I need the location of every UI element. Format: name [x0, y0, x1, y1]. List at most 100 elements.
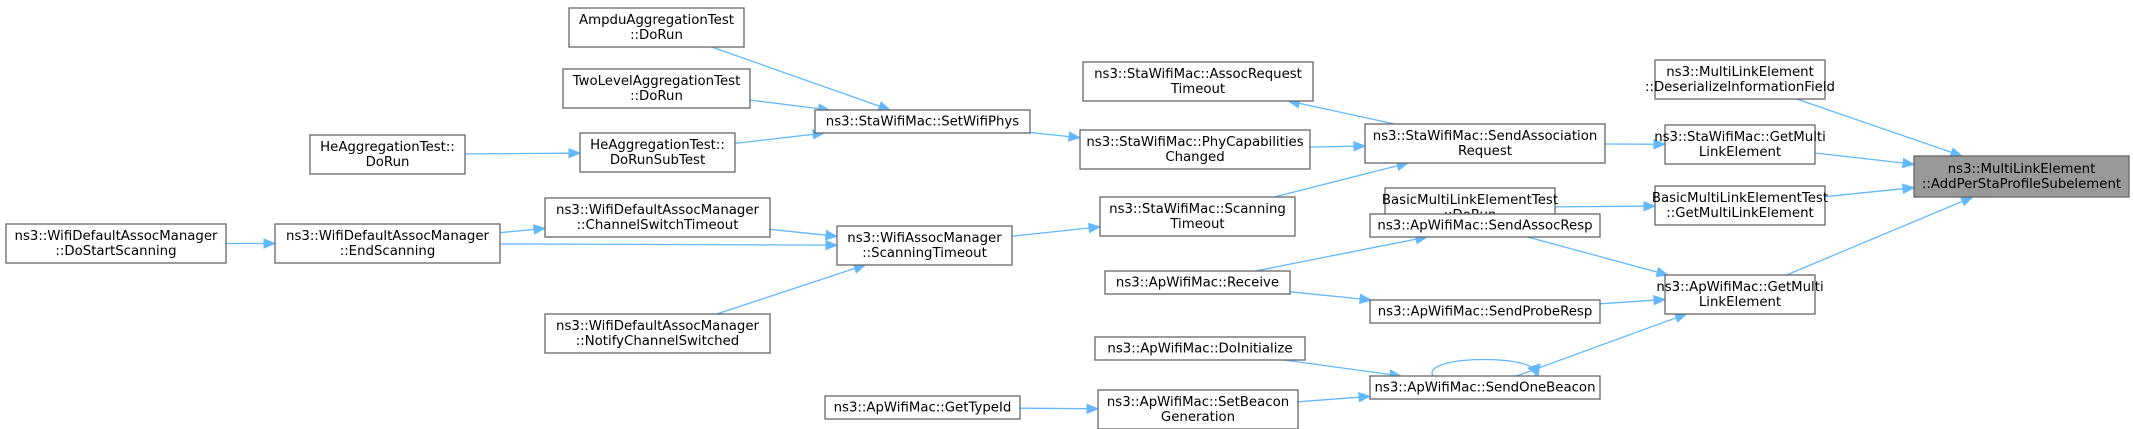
- node-label-line: Changed: [1165, 150, 1224, 165]
- node-label-line: ::ScanningTimeout: [862, 246, 987, 261]
- node-label-line: ::EndScanning: [340, 244, 436, 259]
- edge-ap_setbeacon-to-ap_sendonebeacon: [1297, 391, 1372, 403]
- node-label-line: ns3::StaWifiMac::SetWifiPhys: [826, 115, 1019, 130]
- node-label-line: AmpduAggregationTest: [579, 13, 734, 28]
- edge-dam_endscan-to-assoc_scantimeout: [499, 239, 839, 251]
- node-label-line: ns3::ApWifiMac::SendProbeResp: [1378, 305, 1593, 320]
- node-dam-chanswitch[interactable]: ns3::WifiDefaultAssocManager::ChannelSwi…: [544, 197, 771, 238]
- node-box: [836, 225, 1013, 266]
- node-label-line: HeAggregationTest::: [590, 138, 725, 153]
- edge-dam_notify-to-assoc_scantimeout: [716, 263, 867, 315]
- node-box: [309, 134, 466, 175]
- node-box: [544, 197, 771, 238]
- node-ap-receive[interactable]: ns3::ApWifiMac::Receive: [1104, 270, 1291, 295]
- node-box: [1369, 375, 1601, 400]
- node-label-line: TwoLevelAggregationTest: [572, 74, 741, 89]
- node-label-line: ns3::StaWifiMac::SendAssociation: [1373, 129, 1598, 144]
- node-sta-getml[interactable]: ns3::StaWifiMac::GetMultiLinkElement: [1654, 124, 1826, 165]
- node-box: [1664, 124, 1816, 165]
- node-box: [544, 313, 771, 354]
- node-label-line: ns3::WifiDefaultAssocManager: [286, 229, 489, 244]
- node-ap-getml[interactable]: ns3::ApWifiMac::GetMultiLinkElement: [1656, 274, 1824, 315]
- edge-bmle_getml-to-target: [1824, 183, 1916, 198]
- edge-dam_endscan-to-dam_chanswitch: [499, 224, 547, 235]
- node-box: [1654, 185, 1826, 226]
- node-box: [274, 223, 501, 264]
- node-label-line: ns3::WifiDefaultAssocManager: [15, 229, 218, 244]
- node-box: [1664, 274, 1816, 315]
- node-sta-setphys[interactable]: ns3::StaWifiMac::SetWifiPhys: [814, 109, 1031, 134]
- edge-ap_gettypeid-to-ap_setbeacon: [1019, 403, 1100, 414]
- node-label-line: Timeout: [1170, 82, 1225, 97]
- node-bmle-getml[interactable]: BasicMultiLinkElementTest::GetMultiLinkE…: [1652, 185, 1828, 226]
- node-label-line: ns3::StaWifiMac::Scanning: [1109, 202, 1286, 217]
- node-twolevel-dorun[interactable]: TwoLevelAggregationTest::DoRun: [562, 68, 751, 109]
- node-label-line: LinkElement: [1699, 145, 1781, 160]
- node-box: [1654, 59, 1826, 100]
- edge-ap_sendproberesp-to-ap_getml: [1599, 294, 1667, 306]
- node-box: [1364, 123, 1606, 164]
- edge-dam_dostart-to-dam_endscan: [226, 238, 277, 249]
- node-label-line: Timeout: [1169, 217, 1224, 232]
- node-label-line: Generation: [1161, 410, 1235, 425]
- node-ap-gettypeid[interactable]: ns3::ApWifiMac::GetTypeId: [824, 395, 1021, 420]
- node-mle-deser[interactable]: ns3::MultiLinkElement::DeserializeInform…: [1645, 59, 1835, 100]
- node-box: [1369, 213, 1601, 238]
- node-label-line: ns3::ApWifiMac::SendOneBeacon: [1374, 381, 1595, 396]
- node-label-line: Request: [1458, 144, 1512, 159]
- node-dam-endscan[interactable]: ns3::WifiDefaultAssocManager::EndScannin…: [274, 223, 501, 264]
- node-label-line: ns3::ApWifiMac::Receive: [1116, 276, 1279, 291]
- node-label-line: ns3::WifiAssocManager: [847, 231, 1002, 246]
- node-ampdu-dorun[interactable]: AmpduAggregationTest::DoRun: [568, 7, 745, 48]
- node-he-dorunsub[interactable]: HeAggregationTest::DoRunSubTest: [579, 132, 736, 173]
- node-box: [824, 395, 1021, 420]
- node-box: [1097, 389, 1299, 429]
- node-label-line: DoRunSubTest: [610, 153, 705, 168]
- node-ap-sendassocresp[interactable]: ns3::ApWifiMac::SendAssocResp: [1369, 213, 1601, 238]
- node-dam-notify[interactable]: ns3::WifiDefaultAssocManager::NotifyChan…: [544, 313, 771, 354]
- node-box: [814, 109, 1031, 134]
- edge-sta_getml-to-target: [1814, 152, 1916, 169]
- node-label-line: ::DoStartScanning: [55, 244, 176, 259]
- edge-sta_sendassoc-to-sta_getml: [1604, 138, 1667, 150]
- node-label-line: ns3::StaWifiMac::PhyCapabilities: [1086, 135, 1303, 150]
- node-box: [1104, 270, 1291, 295]
- edge-mle_deser-to-target: [1796, 98, 1964, 158]
- node-label-line: ns3::StaWifiMac::GetMulti: [1654, 130, 1826, 145]
- node-ap-doinit[interactable]: ns3::ApWifiMac::DoInitialize: [1094, 336, 1306, 361]
- node-target[interactable]: ns3::MultiLinkElement::AddPerStaProfileS…: [1913, 155, 2130, 198]
- node-label-line: ns3::MultiLinkElement: [1666, 65, 1814, 80]
- node-box: [1094, 336, 1306, 361]
- node-label-line: ::NotifyChannelSwitched: [576, 334, 739, 349]
- node-box: [568, 7, 745, 48]
- node-label-line: ::AddPerStaProfileSubelement: [1922, 177, 2121, 192]
- node-label-line: ::DoRun: [630, 89, 683, 104]
- nodes-layer: ns3::MultiLinkElement::AddPerStaProfileS…: [5, 7, 2130, 429]
- edge-ampdu_dorun-to-sta_setphys: [711, 46, 892, 112]
- node-label-line: ns3::StaWifiMac::AssocRequest: [1094, 67, 1302, 82]
- node-ap-sendproberesp[interactable]: ns3::ApWifiMac::SendProbeResp: [1369, 299, 1601, 324]
- edge-ap_receive-to-ap_sendassocresp: [1255, 234, 1429, 272]
- node-label-line: ns3::ApWifiMac::SendAssocResp: [1377, 219, 1592, 234]
- node-box: [1913, 155, 2130, 198]
- node-dam-dostart[interactable]: ns3::WifiDefaultAssocManager::DoStartSca…: [5, 223, 227, 264]
- node-sta-scantimeout[interactable]: ns3::StaWifiMac::ScanningTimeout: [1099, 196, 1296, 237]
- node-label-line: BasicMultiLinkElementTest: [1382, 193, 1558, 208]
- node-label-line: ::DeserializeInformationField: [1645, 80, 1835, 95]
- edge-bmle_dorun-to-bmle_getml: [1554, 200, 1657, 212]
- edge-he_dorunsub-to-sta_setphys: [734, 129, 826, 145]
- node-box: [1079, 129, 1311, 170]
- node-he-dorun[interactable]: HeAggregationTest::DoRun: [309, 134, 466, 175]
- edge-sta_setphys-to-sta_phycap: [1029, 131, 1082, 142]
- edge-sta_sendassoc-to-sta_assoctimeout: [1287, 98, 1395, 125]
- node-box: [5, 223, 227, 264]
- edges-layer: [226, 46, 1974, 414]
- node-assoc-scantimeout[interactable]: ns3::WifiAssocManager::ScanningTimeout: [836, 225, 1013, 266]
- node-ap-sendonebeacon[interactable]: ns3::ApWifiMac::SendOneBeacon: [1369, 375, 1601, 400]
- node-label-line: ns3::ApWifiMac::SetBeacon: [1107, 395, 1289, 410]
